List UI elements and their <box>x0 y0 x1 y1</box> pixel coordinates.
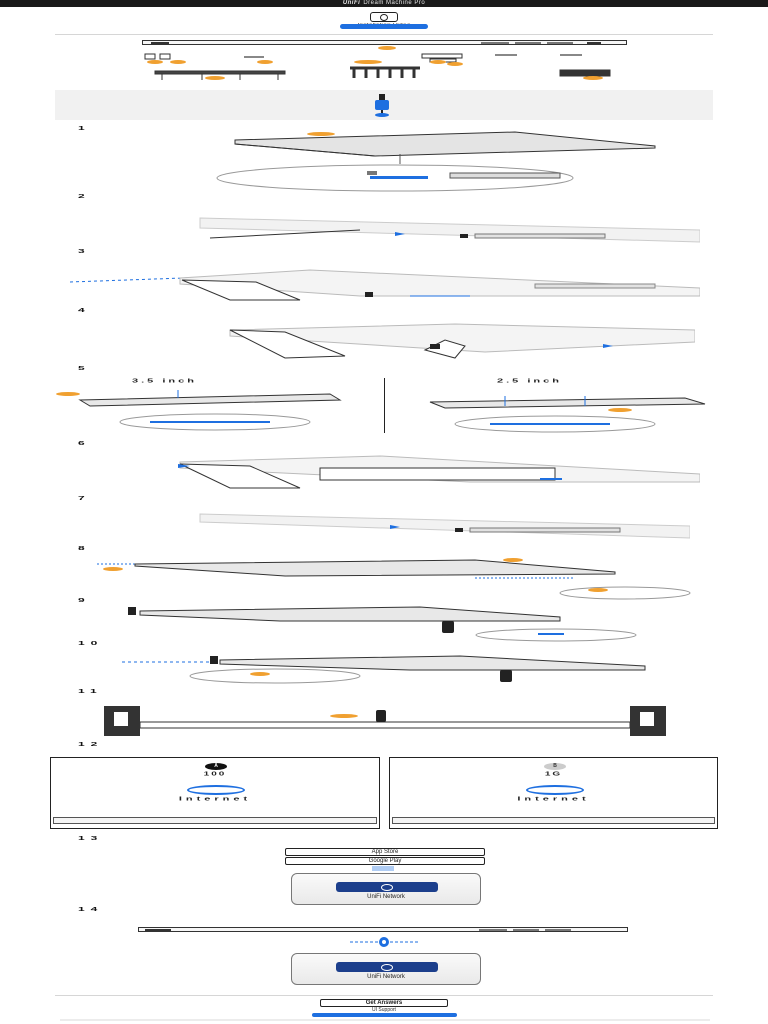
step-number: 12 <box>78 741 104 748</box>
step-number: 7 <box>78 495 91 502</box>
step4-illustration <box>229 323 695 359</box>
brand-logo: UniFi <box>342 0 361 6</box>
step-number: 2 <box>78 193 91 200</box>
device-front-illustration <box>142 40 627 45</box>
step2-illustration <box>199 217 700 243</box>
rack-front <box>53 817 377 824</box>
step7-illustration <box>199 513 690 539</box>
panel-a-letter: A <box>205 763 227 770</box>
phone-app-screen: UniFi Network <box>291 873 481 905</box>
app-name: UniFi Network <box>367 894 405 900</box>
step5-right-illustration <box>429 396 706 433</box>
support-link-button[interactable] <box>312 1013 457 1017</box>
app-store-button[interactable]: App Store <box>285 848 485 856</box>
step-number: 6 <box>78 440 91 447</box>
globe-icon <box>187 785 245 795</box>
panel-a-internet: Internet <box>178 796 252 802</box>
support-label: UI Support <box>372 1007 396 1013</box>
app-name: UniFi Network <box>367 974 405 980</box>
panel-b-letter: B <box>544 763 566 770</box>
google-play-button[interactable]: Google Play <box>285 857 485 865</box>
step11-illustration <box>104 706 666 736</box>
step10-illustration <box>122 655 646 684</box>
step5-left-label: 3.5 inch <box>132 378 197 384</box>
panel-b: B 1G Internet <box>389 757 718 829</box>
header-bar <box>0 0 768 7</box>
unifi-network-icon <box>336 882 438 892</box>
phone-app-screen: UniFi Network <box>291 953 481 985</box>
step6-illustration <box>178 455 700 489</box>
panel-a: A 100 Internet <box>50 757 380 829</box>
step-number: 5 <box>78 365 91 372</box>
panel-a-speed: 100 <box>203 771 227 778</box>
download-arrow-icon <box>372 866 394 871</box>
globe-icon <box>526 785 584 795</box>
step5-right-label: 2.5 inch <box>497 378 562 384</box>
step5-left-illustration <box>56 390 342 431</box>
step-number: 9 <box>78 597 91 604</box>
installation-video-button[interactable] <box>340 24 428 29</box>
step-number: 8 <box>78 545 91 552</box>
screwdriver-icon <box>375 94 389 117</box>
panel-b-internet: Internet <box>517 796 590 802</box>
divider <box>55 995 713 996</box>
unifi-network-icon <box>336 962 438 972</box>
rack-front <box>392 817 715 824</box>
step3-illustration <box>69 269 700 301</box>
step-number: 13 <box>78 835 104 842</box>
divider <box>55 34 713 35</box>
product-name: Dream Machine Pro <box>363 0 426 6</box>
get-answers-button[interactable]: Get Answers <box>320 999 448 1007</box>
callout-marker <box>378 46 396 50</box>
divider <box>384 378 385 433</box>
device-front-illustration <box>138 927 628 932</box>
step1-illustration <box>216 131 656 192</box>
connection-icon <box>350 937 418 947</box>
step-number: 1 <box>78 125 91 132</box>
package-contents-illustration <box>144 53 611 80</box>
panel-b-speed: 1G <box>544 771 563 778</box>
step9-illustration <box>128 606 637 642</box>
step-number: 10 <box>78 640 104 647</box>
step-number: 11 <box>78 688 103 695</box>
step-number: 4 <box>78 307 91 314</box>
step-number: 3 <box>78 248 91 255</box>
legal-text <box>60 1019 710 1021</box>
step8-illustration <box>97 558 691 600</box>
step-number: 14 <box>78 906 104 913</box>
video-icon <box>370 12 398 22</box>
